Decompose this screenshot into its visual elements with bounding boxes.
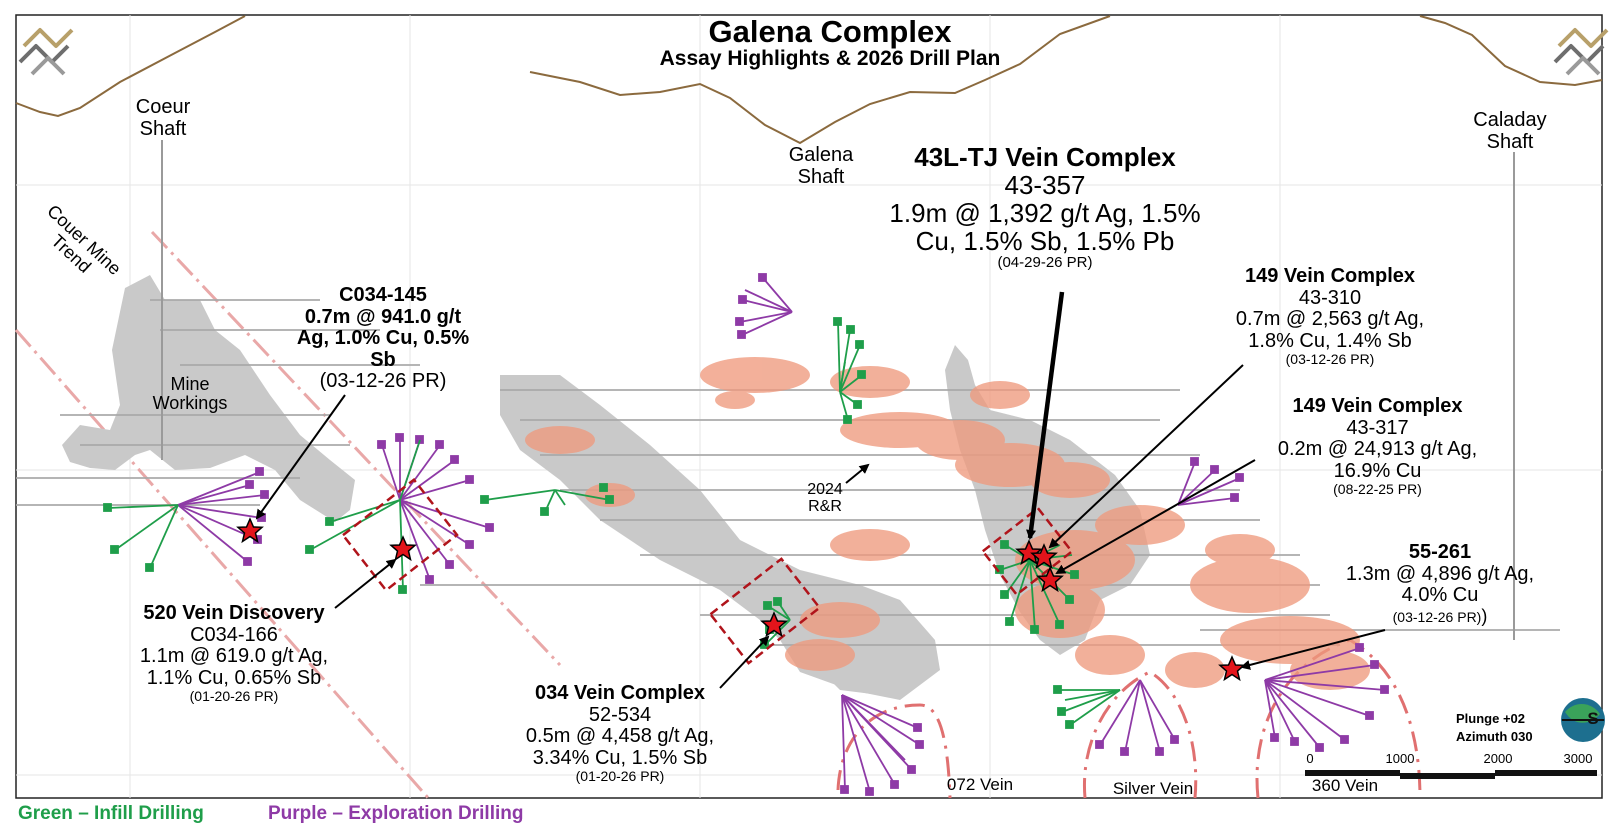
galena-shaft-line-2: Shaft xyxy=(797,165,845,188)
orientation-globe-icon xyxy=(1561,698,1605,742)
mine-workings-label: Mine Workings xyxy=(140,374,240,414)
mine-workings-line-1: Mine xyxy=(170,374,210,394)
43l-line-2: Cu, 1.5% Sb, 1.5% Pb xyxy=(915,226,1175,257)
55-261-hole: 55-261 xyxy=(1408,541,1472,563)
star-55-261 xyxy=(1219,656,1245,681)
43l-hole: 43-357 xyxy=(1004,170,1086,201)
scale-bar xyxy=(1305,770,1597,779)
callout-034-vein: 034 Vein Complex 52-534 0.5m @ 4,458 g/t… xyxy=(490,682,750,785)
rr-line-2: R&R xyxy=(808,498,842,516)
43l-title: 43L-TJ Vein Complex xyxy=(914,142,1176,172)
c034-145-line-1: 0.7m @ 941.0 g/t xyxy=(304,305,462,328)
vein-360-label: 360 Vein xyxy=(1311,776,1379,795)
exploration-fan-360 xyxy=(1264,643,1389,752)
coeur-shaft-line-1: Coeur xyxy=(135,96,191,118)
callout-149-vein-a: 149 Vein Complex 43-310 0.7m @ 2,563 g/t… xyxy=(1210,265,1450,368)
plunge-label: Plunge +02 xyxy=(1456,711,1525,726)
vein-072-label: 072 Vein xyxy=(946,775,1014,794)
149b-hole: 43-317 xyxy=(1346,416,1409,439)
coeur-shaft-line-2: Shaft xyxy=(139,117,187,140)
leader-arrows xyxy=(255,291,1386,689)
scale-tick-2000: 2000 xyxy=(1483,751,1513,766)
scale-tick-1000: 1000 xyxy=(1385,751,1415,766)
infill-fan-mid xyxy=(480,483,614,516)
infill-fan-silver xyxy=(1053,685,1121,729)
55-261-pr-text: (03-12-26 PR) xyxy=(1392,608,1482,625)
target-boxes xyxy=(341,477,1074,665)
exploration-fan-silver xyxy=(1095,679,1179,756)
callout-43l-tj-vein: 43L-TJ Vein Complex 43-357 1.9m @ 1,392 … xyxy=(860,143,1230,272)
520-vein-line-2: 1.1% Cu, 0.65% Sb xyxy=(146,666,322,689)
legend-infill: Green – Infill Drilling xyxy=(18,803,204,824)
caladay-shaft-line-2: Shaft xyxy=(1486,130,1534,153)
map-frame xyxy=(15,14,1603,799)
520-vein-hole: C034-166 xyxy=(190,623,278,646)
callout-149-vein-b: 149 Vein Complex 43-317 0.2m @ 24,913 g/… xyxy=(1250,395,1505,498)
c034-145-pr: (03-12-26 PR) xyxy=(319,370,447,393)
ore-zones xyxy=(525,357,1370,690)
rr-label: 2024 R&R xyxy=(790,481,860,516)
exploration-fan-top xyxy=(735,273,793,339)
page-title: Galena Complex xyxy=(708,14,952,49)
149b-line-1: 0.2m @ 24,913 g/t Ag, xyxy=(1277,438,1478,461)
520-vein-title: 520 Vein Discovery xyxy=(143,602,325,624)
034-vein-pr: (01-20-26 PR) xyxy=(575,768,665,785)
galena-shaft-line-1: Galena xyxy=(788,144,854,166)
55-261-pr-suffix: ) xyxy=(1481,605,1488,626)
background-grid xyxy=(16,15,1602,798)
infill-fan-top xyxy=(833,317,866,424)
149a-line-2: 1.8% Cu, 1.4% Sb xyxy=(1248,329,1412,352)
149b-title: 149 Vein Complex xyxy=(1292,395,1463,417)
star-c034-166 xyxy=(390,536,416,561)
infill-fan-520 xyxy=(103,503,179,572)
caladay-shaft-line-1: Caladay xyxy=(1473,109,1547,131)
149a-line-1: 0.7m @ 2,563 g/t Ag, xyxy=(1235,308,1425,331)
034-vein-line-2: 3.34% Cu, 1.5% Sb xyxy=(532,746,708,769)
rr-line-1: 2024 xyxy=(807,481,843,498)
c034-145-line-2: Ag, 1.0% Cu, 0.5% xyxy=(296,327,470,350)
legend-exploration: Purple – Exploration Drilling xyxy=(268,803,524,824)
exploration-fan-520 xyxy=(177,467,269,566)
coeur-shaft-label: Coeur Shaft xyxy=(118,96,208,140)
shaft-lines xyxy=(161,140,1515,640)
034-vein-line-1: 0.5m @ 4,458 g/t Ag, xyxy=(525,725,715,748)
exploration-drill-fans xyxy=(177,273,1389,796)
43l-pr: (04-29-26 PR) xyxy=(997,254,1093,272)
company-logo-right xyxy=(1553,28,1609,76)
55-261-pr: (03-12-26 PR)) xyxy=(1335,605,1545,626)
galena-shaft-label: Galena Shaft xyxy=(776,144,866,188)
034-vein-hole: 52-534 xyxy=(588,703,652,726)
trend-lines xyxy=(14,230,562,801)
55-261-line-2: 4.0% Cu xyxy=(1401,584,1479,607)
mine-level-lines xyxy=(16,299,1560,646)
azimuth-label: Azimuth 030 xyxy=(1456,729,1533,744)
page-subtitle: Assay Highlights & 2026 Drill Plan xyxy=(659,47,1001,70)
43l-line-1: 1.9m @ 1,392 g/t Ag, 1.5% xyxy=(889,198,1201,229)
mine-workings-line-2: Workings xyxy=(152,393,228,414)
520-vein-line-1: 1.1m @ 619.0 g/t Ag, xyxy=(139,645,329,668)
topography-profile xyxy=(15,15,1603,145)
company-logo-left xyxy=(18,28,74,76)
exploration-fan-149 xyxy=(1177,457,1244,506)
149b-pr: (08-22-25 PR) xyxy=(1333,481,1422,498)
520-vein-pr: (01-20-26 PR) xyxy=(189,688,279,705)
149b-line-2: 16.9% Cu xyxy=(1333,459,1422,482)
149a-title: 149 Vein Complex xyxy=(1244,265,1416,287)
callout-c034-145: C034-145 0.7m @ 941.0 g/t Ag, 1.0% Cu, 0… xyxy=(268,284,498,393)
callout-520-vein: 520 Vein Discovery C034-166 1.1m @ 619.0… xyxy=(114,602,354,705)
034-vein-title: 034 Vein Complex xyxy=(534,682,706,704)
c034-145-line-3: Sb xyxy=(370,348,396,371)
scale-tick-0: 0 xyxy=(1306,751,1314,766)
compass-letter: S xyxy=(1587,709,1599,728)
silver-vein-label: Silver Vein xyxy=(1112,779,1194,798)
callout-55-261: 55-261 1.3m @ 4,896 g/t Ag, 4.0% Cu (03-… xyxy=(1335,541,1545,626)
149a-hole: 43-310 xyxy=(1298,286,1362,309)
149a-pr: (03-12-26 PR) xyxy=(1285,351,1375,368)
55-261-line-1: 1.3m @ 4,896 g/t Ag, xyxy=(1345,562,1535,585)
c034-145-hole: C034-145 xyxy=(339,284,427,306)
caladay-shaft-label: Caladay Shaft xyxy=(1460,109,1560,153)
scale-tick-3000: 3000 xyxy=(1563,751,1593,766)
exploration-fan-072 xyxy=(840,694,924,796)
